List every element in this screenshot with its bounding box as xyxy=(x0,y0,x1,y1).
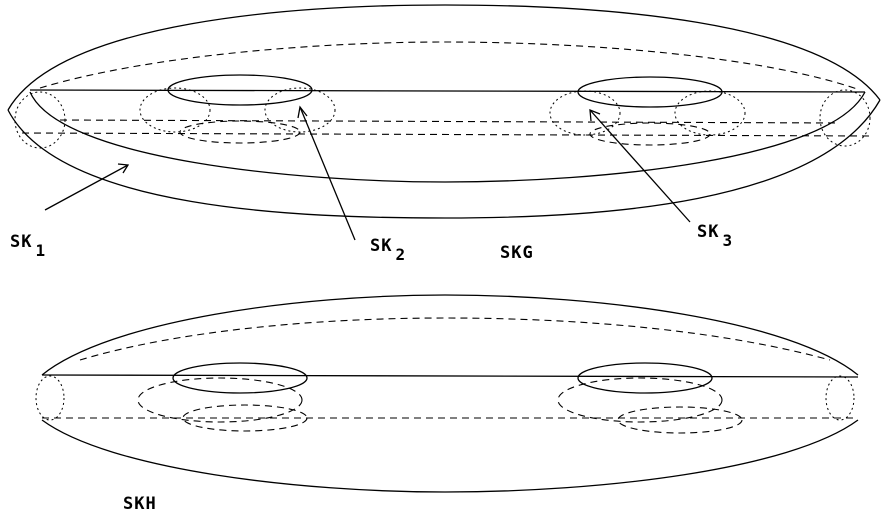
label-sk2-sub: 2 xyxy=(395,245,407,264)
skg-hole-right-torus-a xyxy=(549,90,621,136)
skg-back-curve xyxy=(39,41,861,91)
pointer-sk1-arrowhead xyxy=(117,163,130,174)
pointer-sk2 xyxy=(299,106,356,241)
label-skh: SKH xyxy=(123,494,157,514)
pointer-sk1 xyxy=(44,164,129,211)
label-sk2-main: SK xyxy=(370,236,393,256)
skh-lower-shell xyxy=(41,419,859,493)
label-sk3-sub: 3 xyxy=(722,231,734,250)
skg-edge-left xyxy=(14,91,66,149)
skh-equator xyxy=(41,374,859,378)
label-sk3-main: SK xyxy=(697,222,720,242)
skh-upper-shell xyxy=(41,294,859,376)
skg-inner-lower-shell xyxy=(29,91,866,183)
skg-upper-shell xyxy=(7,4,881,111)
skh-hole-right-bottom xyxy=(617,406,743,434)
skg-lower-shell xyxy=(7,99,881,219)
skg-hole-left xyxy=(167,74,313,106)
skg-hole-right-torus-b xyxy=(674,90,746,136)
pointer-sk3-arrowhead xyxy=(589,109,601,122)
skh-hole-left xyxy=(172,362,308,394)
skg-surface xyxy=(7,4,881,219)
skg-hole-left-bottom xyxy=(179,120,301,144)
label-sk1-sub: 1 xyxy=(35,241,47,260)
skg-edge-right xyxy=(819,89,871,147)
skh-hole-left-bottom xyxy=(182,404,308,432)
pointer-sk3 xyxy=(589,109,691,223)
skh-hole-right-torus xyxy=(557,377,723,423)
skh-surface xyxy=(35,294,859,493)
skg-equator xyxy=(29,89,866,93)
skg-hole-right xyxy=(577,76,723,108)
skh-edge-right xyxy=(825,375,855,421)
label-skg: SKG xyxy=(500,243,534,263)
skg-mid-line xyxy=(21,132,871,137)
skg-hole-right-bottom xyxy=(589,122,711,146)
pointer-sk2-arrowhead xyxy=(297,105,308,119)
label-sk1-main: SK xyxy=(10,232,33,252)
skg-hole-left-torus-a xyxy=(139,87,211,133)
skg-inner-mid-line xyxy=(59,119,841,124)
skh-edge-left xyxy=(35,375,65,421)
skh-hole-left-torus xyxy=(137,377,303,423)
skh-back-curve xyxy=(79,317,831,361)
skh-hole-right xyxy=(577,362,713,394)
